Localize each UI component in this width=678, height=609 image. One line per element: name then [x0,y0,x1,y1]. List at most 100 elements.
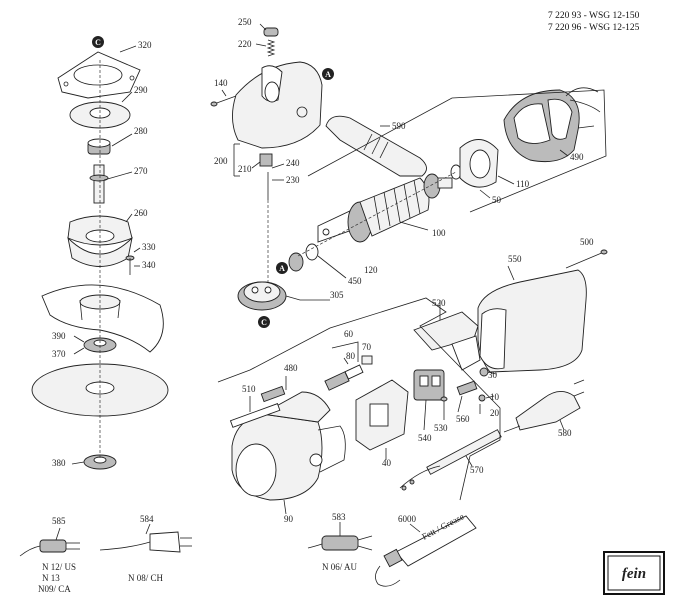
label-40: 40 [382,458,392,468]
plug-label-ch: N 08/ CH [128,573,164,583]
part-540-switch-block [413,369,445,431]
part-140-screw [210,89,237,107]
label-340: 340 [142,260,156,270]
part-500-screw [565,249,608,269]
label-70: 70 [362,342,372,352]
label-80: 80 [346,351,356,361]
label-230: 230 [286,175,300,185]
label-120: 120 [364,265,378,275]
label-220: 220 [238,39,252,49]
label-110: 110 [516,179,530,189]
svg-text:C: C [261,318,267,327]
label-330: 330 [142,242,156,252]
svg-text:A: A [279,264,285,273]
label-60: 60 [344,329,354,339]
part-210-sleeve [251,153,273,169]
part-250-button [259,23,279,37]
marker-a-head: A [322,68,334,80]
label-270: 270 [134,166,148,176]
part-550-handle-cover [477,265,587,373]
part-510-plate [229,396,281,428]
part-6000-grease-tube: Fett / Grease [375,511,477,587]
part-10-20-30-screws [478,367,497,414]
part-370-flange [73,335,117,355]
label-450: 450 [348,276,362,286]
plug-label-ca: N09/ CA [38,584,71,594]
label-20: 20 [490,408,500,418]
label-520: 520 [432,298,446,308]
part-530-screw [440,396,448,420]
label-585: 585 [52,516,66,526]
fein-logo-text: fein [622,566,646,582]
label-560: 560 [456,414,470,424]
label-490: 490 [570,152,584,162]
part-305-bevel-gear [237,281,330,311]
part-340-screw [125,247,141,275]
label-260: 260 [134,208,148,218]
marker-c-top: C [92,36,104,48]
label-320: 320 [138,40,152,50]
marker-c-gear: C [258,316,270,328]
label-570: 570 [470,465,484,475]
part-380-nut [71,454,117,470]
label-584: 584 [140,514,154,524]
part-520-lever [413,300,481,371]
label-90: 90 [284,514,294,524]
part-labels: 320 290 280 270 260 330 340 390 370 380 … [38,17,594,594]
part-40-switch [355,379,409,460]
svg-text:A: A [325,70,331,79]
part-220-spring [255,39,276,57]
part-560-clamp [456,380,478,413]
part-60-switch-parts [324,341,373,391]
part-230-pin [267,163,285,200]
part-90-motor-housing [231,391,346,515]
part-200-gear-head [232,61,323,149]
part-290-plate [69,91,133,129]
label-210: 210 [238,164,252,174]
label-6000: 6000 [398,514,417,524]
model-line-2: 7 220 96 - WSG 12-125 [548,23,640,33]
label-390: 390 [52,331,66,341]
label-50: 50 [492,195,502,205]
part-570-cable-guard [399,429,502,491]
plug-label-n13: N 13 [42,573,60,583]
label-200: 200 [214,156,228,166]
part-480-button [260,376,287,403]
label-580: 580 [558,428,572,438]
label-550: 550 [508,254,522,264]
label-583: 583 [332,512,346,522]
label-590: 590 [392,121,406,131]
svg-text:C: C [95,38,101,47]
label-290: 290 [134,85,148,95]
plug-584-ch [99,523,192,553]
part-490-field-coil [503,87,601,163]
label-30: 30 [488,370,498,380]
label-510: 510 [242,384,256,394]
plug-583-au [307,522,373,551]
part-580-cable [503,379,585,433]
plug-label-us: N 12/ US [42,562,76,572]
part-110-ring [459,139,515,188]
label-305: 305 [330,290,344,300]
label-530: 530 [434,423,448,433]
label-250: 250 [238,17,252,27]
label-140: 140 [214,78,228,88]
fein-logo: fein [603,551,665,595]
label-500: 500 [580,237,594,247]
label-540: 540 [418,433,432,443]
label-240: 240 [286,158,300,168]
label-480: 480 [284,363,298,373]
part-270-spindle [89,164,133,204]
label-10: 10 [490,392,500,402]
part-590-side-handle [325,115,427,177]
marker-a-gear: A [276,262,288,274]
part-450-pinion [288,243,347,279]
label-100: 100 [432,228,446,238]
label-370: 370 [52,349,66,359]
plug-label-au: N 06/ AU [322,562,358,572]
plug-585-us [19,527,80,557]
part-100-armature [317,164,462,243]
part-320-gasket [57,45,141,99]
